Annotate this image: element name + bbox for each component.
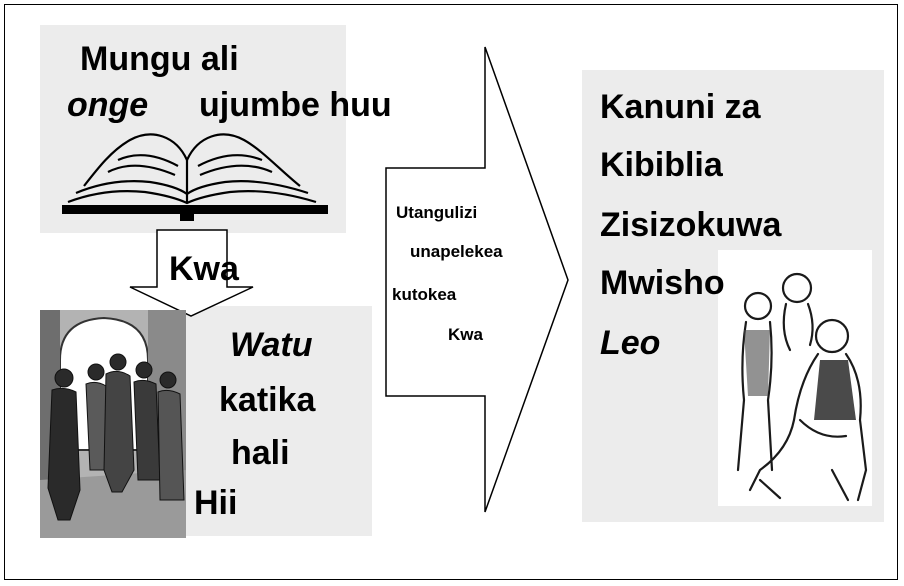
center-arrow-line-1: Utangulizi [396, 203, 478, 222]
father-children-illustration [718, 250, 872, 506]
biblical-crowd-illustration [40, 310, 186, 538]
down-arrow [129, 229, 254, 317]
bottom-left-panel [186, 306, 372, 536]
top-left-line-2-rest: ujumbe huu [199, 86, 392, 124]
top-left-line-2-italic: onge [67, 86, 149, 124]
bottom-left-line-1: Watu [230, 326, 313, 364]
bottom-left-line-2: katika [219, 381, 316, 419]
right-line-5: Leo [600, 324, 661, 362]
center-arrow-line-4: Kwa [448, 325, 483, 344]
bottom-left-line-4: Hii [194, 484, 238, 522]
bottom-left-line-3: hali [231, 434, 290, 472]
center-arrow-line-3: kutokea [392, 285, 457, 304]
right-line-1: Kanuni za [600, 88, 761, 126]
right-line-2: Kibiblia [600, 146, 723, 184]
down-arrow-label: Kwa [169, 250, 239, 288]
top-left-panel [40, 25, 346, 233]
center-arrow-line-2: unapelekea [410, 242, 503, 261]
right-line-3: Zisizokuwa [600, 206, 782, 244]
top-left-line-1: Mungu ali [80, 40, 239, 78]
right-arrow [385, 46, 569, 513]
right-line-4: Mwisho [600, 264, 725, 302]
open-book-icon [62, 133, 328, 221]
